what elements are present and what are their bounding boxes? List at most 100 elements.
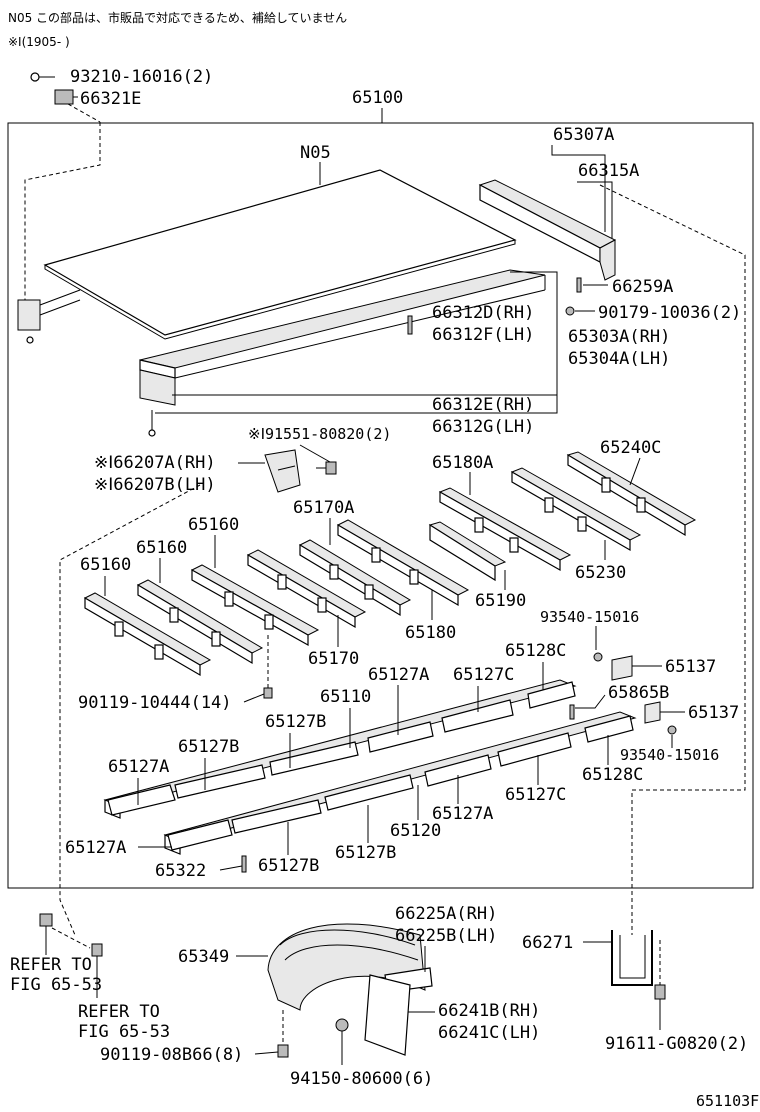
- label-65127B-a: 65127B: [265, 712, 326, 732]
- rear-rail-65307A: [478, 179, 617, 281]
- refer-1-line-1: REFER TO: [10, 955, 92, 975]
- label-65303A: 65303A(RH): [568, 327, 670, 347]
- label-66225A: 66225A(RH): [395, 904, 497, 924]
- crossmember-65230: [510, 467, 642, 552]
- label-66207B: ※Ⅰ66207B(LH): [94, 475, 216, 495]
- label-66312G: 66312G(LH): [432, 417, 534, 437]
- crossmember-65180: [336, 519, 470, 607]
- label-93210: 93210-16016(2): [70, 67, 213, 87]
- note-line-1: N05 この部品は、市販品で対応できるため、補給していません: [8, 10, 347, 25]
- label-65160-c: 65160: [188, 515, 239, 535]
- label-65127A-c: 65127A: [432, 804, 493, 824]
- bolt-93540-a: [593, 652, 603, 662]
- fender-65349: [267, 923, 426, 1011]
- bracket-65137-b: [644, 701, 661, 724]
- label-65127A-a: 65127A: [368, 665, 429, 685]
- refer-1-line-2: FIG 65-53: [10, 975, 102, 995]
- pin-65322: [241, 855, 247, 873]
- label-65127C-b: 65127C: [505, 785, 566, 805]
- note-line-2: ※Ⅰ(1905- ): [8, 35, 70, 49]
- label-65230: 65230: [575, 563, 626, 583]
- label-65110: 65110: [320, 687, 371, 707]
- ubracket-66271: [611, 930, 653, 986]
- label-91611: 91611-G0820(2): [605, 1034, 748, 1054]
- label-65170: 65170: [308, 649, 359, 669]
- label-65137-a: 65137: [665, 657, 716, 677]
- label-65127B-b: 65127B: [178, 737, 239, 757]
- hinge-bracket-left: [17, 289, 81, 344]
- label-65128C-b: 65128C: [582, 765, 643, 785]
- label-66241C: 66241C(LH): [438, 1023, 540, 1043]
- label-N05: N05: [300, 143, 331, 163]
- label-65127A-d: 65127A: [65, 838, 126, 858]
- label-66312E: 66312E(RH): [432, 395, 534, 415]
- deck-board-N05: [43, 169, 517, 340]
- label-65240C: 65240C: [600, 438, 661, 458]
- label-65127B-d: 65127B: [258, 856, 319, 876]
- hinge-66207A: [264, 449, 301, 493]
- label-65127A-b: 65127A: [108, 757, 169, 777]
- crossmember-65160-2: [136, 579, 264, 665]
- label-66241B: 66241B(RH): [438, 1001, 540, 1021]
- label-65160-b: 65160: [136, 538, 187, 558]
- crossmember-65170: [246, 549, 367, 629]
- refer-2-line-1: REFER TO: [78, 1002, 160, 1022]
- label-65127C-a: 65127C: [453, 665, 514, 685]
- bolt-93210: [30, 72, 55, 82]
- label-65128C-a: 65128C: [505, 641, 566, 661]
- label-66321E: 66321E: [80, 89, 141, 109]
- label-90119-08B66: 90119-08B66(8): [100, 1045, 243, 1065]
- label-65100: 65100: [352, 88, 403, 108]
- nut-90179: [565, 306, 575, 316]
- bolt-refer-2: [91, 943, 103, 957]
- crossmember-65160-3: [190, 564, 320, 647]
- crossmember-65190: [428, 521, 507, 582]
- bolt-93540-b: [667, 725, 677, 735]
- label-66259A: 66259A: [612, 277, 673, 297]
- side-rail-65303A: [139, 269, 546, 406]
- mudflap-66241B: [364, 974, 411, 1056]
- label-66315A: 66315A: [578, 161, 639, 181]
- bracket-66321E: [54, 89, 78, 105]
- label-94150: 94150-80600(6): [290, 1069, 433, 1089]
- label-65349: 65349: [178, 947, 229, 967]
- bolt-90119-08B66: [277, 1044, 289, 1058]
- pin-66259A: [576, 277, 582, 293]
- bracket-65137-a: [611, 655, 633, 681]
- label-66312F: 66312F(LH): [432, 325, 534, 345]
- label-65180: 65180: [405, 623, 456, 643]
- bolt-91611: [654, 984, 666, 1000]
- label-65137-b: 65137: [688, 703, 739, 723]
- crossmember-65180A: [438, 487, 572, 572]
- nut-refer-1: [39, 913, 53, 927]
- crossmember-65240C: [566, 451, 697, 537]
- label-66312D: 66312D(RH): [432, 303, 534, 323]
- sill-pieces-upper: [107, 681, 576, 816]
- label-66225B: 66225B(LH): [395, 926, 497, 946]
- label-93540-b: 93540-15016: [620, 746, 719, 764]
- refer-2-line-2: FIG 65-53: [78, 1022, 170, 1042]
- label-65120: 65120: [390, 821, 441, 841]
- label-65180A: 65180A: [432, 453, 493, 473]
- figure-id: 651103F: [696, 1092, 759, 1110]
- label-90179: 90179-10036(2): [598, 303, 741, 323]
- label-65304A: 65304A(LH): [568, 349, 670, 369]
- label-65170A: 65170A: [293, 498, 354, 518]
- label-90119-10444: 90119-10444(14): [78, 693, 232, 713]
- pin-65865B: [569, 704, 575, 720]
- label-65190: 65190: [475, 591, 526, 611]
- pin-66312E: [148, 410, 156, 437]
- crossmember-65160-1: [83, 592, 212, 677]
- label-65160-a: 65160: [80, 555, 131, 575]
- label-66207A: ※Ⅰ66207A(RH): [94, 453, 216, 473]
- bolt-90119-10444: [263, 687, 273, 699]
- label-65322: 65322: [155, 861, 206, 881]
- label-91551: ※Ⅰ91551-80820(2): [248, 425, 391, 443]
- nut-94150: [335, 1018, 349, 1032]
- assembly-frame: [7, 122, 754, 889]
- label-65307A: 65307A: [553, 125, 614, 145]
- label-65127B-c: 65127B: [335, 843, 396, 863]
- label-66271: 66271: [522, 933, 573, 953]
- pin-66312D: [407, 315, 413, 335]
